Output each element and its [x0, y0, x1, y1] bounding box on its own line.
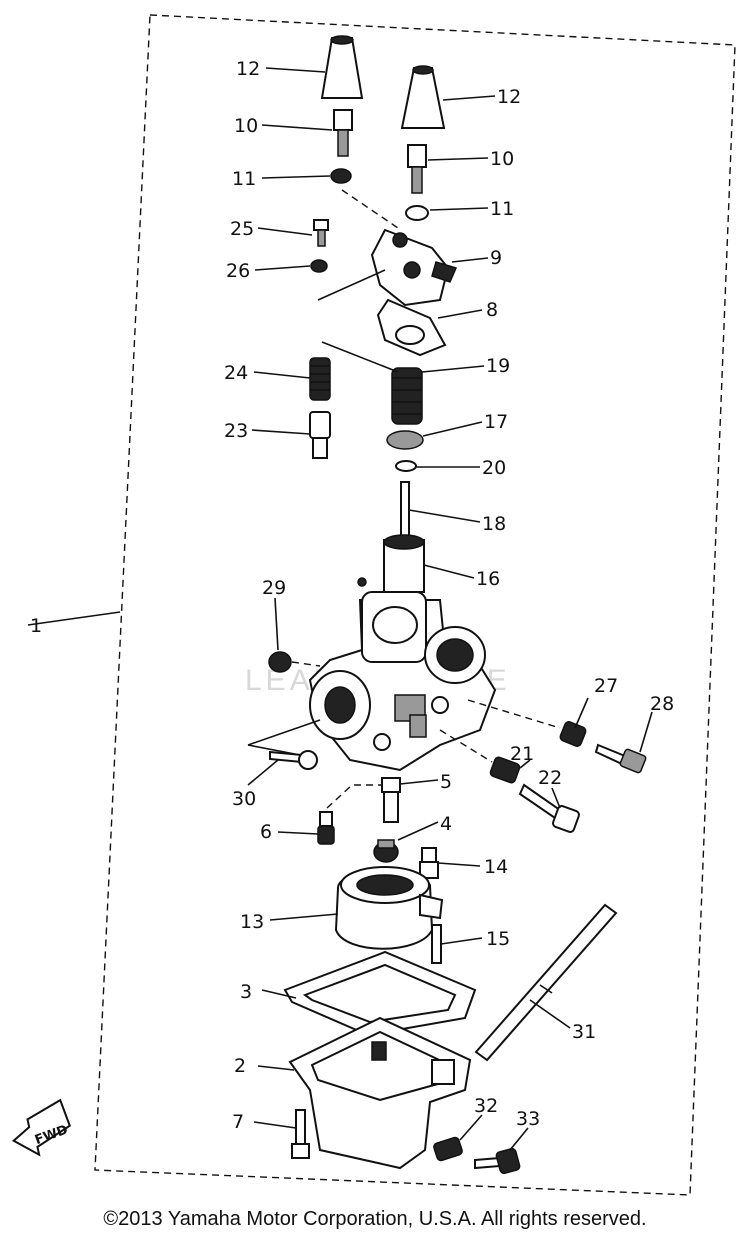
screw-28: [594, 743, 647, 774]
gasket-8: [376, 298, 447, 357]
rod-31-mark: [539, 984, 553, 994]
callout-3: 3: [240, 981, 252, 1003]
callout-10-left: 10: [234, 115, 258, 137]
cap-12-left: [320, 35, 364, 99]
cover-9: [370, 228, 458, 307]
screw-22: [518, 783, 580, 833]
float-chamber-2: [288, 1016, 472, 1170]
pin-15: [431, 924, 442, 964]
spring-27: [559, 721, 587, 747]
jet-6: [317, 811, 335, 845]
callout-leaders: [27, 67, 653, 1151]
callout-27: 27: [594, 675, 618, 697]
screw-25: [313, 219, 329, 247]
leader-dashed-25-9: [341, 189, 399, 229]
leader-dashed-27: [467, 699, 561, 729]
callout-4: 4: [440, 813, 452, 835]
leader-26-9: [317, 269, 386, 301]
callout-2: 2: [234, 1055, 246, 1077]
plunger-23: [309, 411, 331, 459]
adjuster-10-right: [407, 144, 427, 194]
callout-6: 6: [260, 821, 272, 843]
clip-20: [395, 460, 417, 472]
leader-dashed-29: [291, 661, 321, 667]
callout-31: 31: [572, 1021, 596, 1043]
cap-12-right: [400, 65, 446, 129]
callout-20: 20: [482, 457, 506, 479]
callout-9: 9: [490, 247, 502, 269]
adjuster-10-left: [333, 109, 353, 157]
callout-labels: 1 2 3 4 5 6 7 8 9 10 10 11 11 12 12 13 1…: [30, 58, 674, 1133]
callout-28: 28: [650, 693, 674, 715]
callout-19: 19: [486, 355, 510, 377]
callout-18: 18: [482, 513, 506, 535]
callout-30: 30: [232, 788, 256, 810]
gasket-3: [283, 950, 477, 1037]
callout-1: 1: [30, 615, 42, 637]
spring-21: [489, 756, 521, 784]
callout-25: 25: [230, 218, 254, 240]
seat-17: [386, 430, 424, 450]
screw-33: [474, 1147, 521, 1175]
callout-32: 32: [474, 1095, 498, 1117]
jet-5: [381, 777, 401, 823]
spring-24: [309, 357, 331, 401]
callout-11-right: 11: [490, 198, 514, 220]
spring-19: [391, 367, 423, 425]
nut-26: [310, 259, 328, 273]
rod-31: [474, 903, 618, 1062]
assembly-boundary: [94, 14, 736, 1196]
callout-12-left: 12: [236, 58, 260, 80]
fwd-arrow-icon: FWD: [11, 1098, 71, 1157]
leader-30-body: [247, 719, 321, 756]
callout-5: 5: [440, 771, 452, 793]
carburetor-body: [308, 577, 497, 772]
throttle-valve-16: [383, 534, 425, 593]
callout-10-right: 10: [490, 148, 514, 170]
callout-7: 7: [232, 1111, 244, 1133]
screw-7: [291, 1109, 310, 1159]
callout-29: 29: [262, 577, 286, 599]
callout-23: 23: [224, 420, 248, 442]
jet-14: [419, 847, 439, 879]
spring-32: [433, 1136, 463, 1162]
callout-24: 24: [224, 362, 248, 384]
callout-21: 21: [510, 743, 534, 765]
nut-11-left: [330, 168, 352, 184]
nut-29: [268, 651, 292, 673]
callout-16: 16: [476, 568, 500, 590]
jet-4: [373, 839, 399, 863]
callout-14: 14: [484, 856, 508, 878]
nut-11-right: [405, 205, 429, 221]
float-13: [334, 866, 444, 950]
callout-22: 22: [538, 767, 562, 789]
callout-33: 33: [516, 1108, 540, 1130]
callout-8: 8: [486, 299, 498, 321]
needle-18: [400, 481, 410, 541]
callout-17: 17: [484, 411, 508, 433]
copyright-notice: ©2013 Yamaha Motor Corporation, U.S.A. A…: [103, 1208, 647, 1230]
callout-15: 15: [486, 928, 510, 950]
callout-11-left: 11: [232, 168, 256, 190]
callout-13: 13: [240, 911, 264, 933]
leader-dashed-21: [439, 729, 493, 763]
leader-dashed-6-5: [326, 784, 382, 809]
callout-26: 26: [226, 260, 250, 282]
leader-24-19: [321, 341, 399, 373]
callout-12-right: 12: [497, 86, 521, 108]
